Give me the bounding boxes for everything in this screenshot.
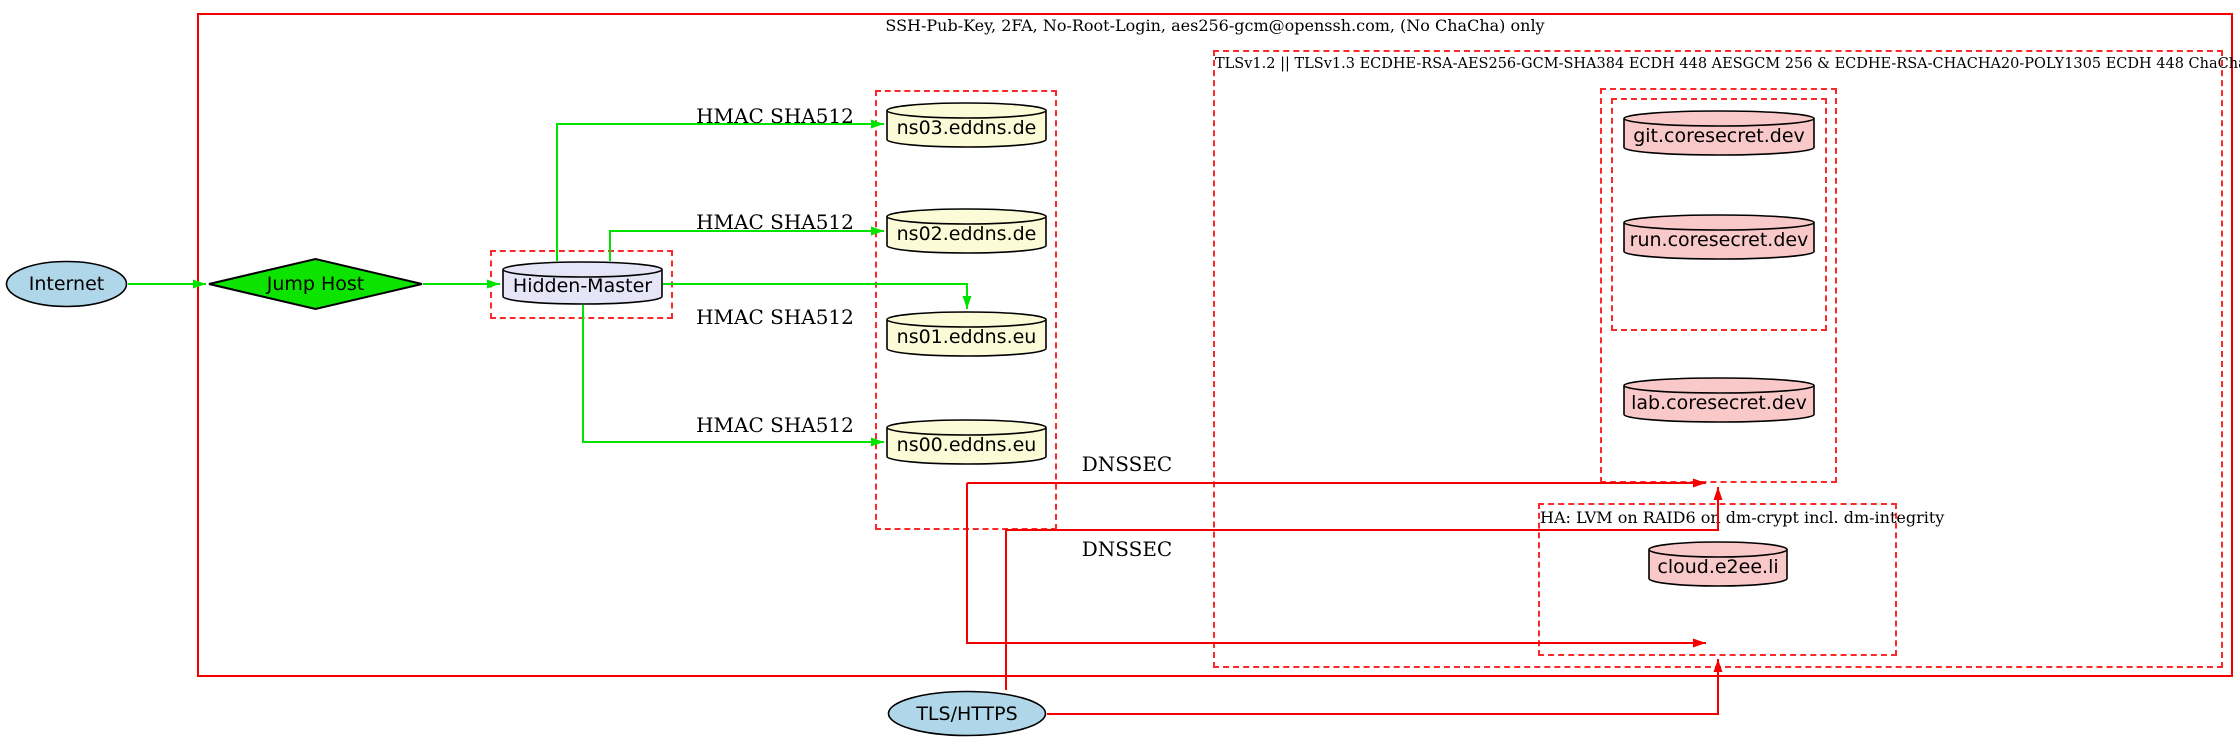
node-lab: lab.coresecret.dev — [1623, 377, 1815, 423]
node-ns03: ns03.eddns.de — [886, 102, 1047, 148]
cylinder-shape-icon — [886, 208, 1047, 254]
cluster-label-ha: HA: LVM on RAID6 on dm-crypt incl. dm-in… — [1540, 508, 1945, 527]
ellipse-shape-icon — [887, 690, 1047, 737]
node-jump-host: Jump Host — [208, 257, 423, 311]
cylinder-shape-icon — [886, 419, 1047, 465]
cylinder-shape-icon — [1623, 214, 1815, 260]
node-cloud: cloud.e2ee.li — [1648, 541, 1788, 587]
cluster-label-ssh: SSH-Pub-Key, 2FA, No-Root-Login, aes256-… — [885, 16, 1545, 35]
cylinder-shape-icon — [1648, 541, 1788, 587]
ellipse-shape-icon — [5, 260, 128, 308]
cluster-label-tls: TLSv1.2 || TLSv1.3 ECDHE-RSA-AES256-GCM-… — [1215, 56, 2240, 72]
node-git: git.coresecret.dev — [1623, 110, 1815, 156]
node-hidden-master: Hidden-Master — [502, 261, 663, 305]
cluster-coresecret-outer-box — [1600, 88, 1837, 483]
node-ns00: ns00.eddns.eu — [886, 419, 1047, 465]
cylinder-shape-icon — [1623, 377, 1815, 423]
cylinder-shape-icon — [886, 311, 1047, 357]
diamond-shape-icon — [208, 257, 423, 311]
node-run: run.coresecret.dev — [1623, 214, 1815, 260]
node-tls-https: TLS/HTTPS — [887, 690, 1047, 737]
cluster-coresecret-inner-box — [1611, 98, 1827, 331]
cylinder-shape-icon — [502, 261, 663, 305]
node-ns01: ns01.eddns.eu — [886, 311, 1047, 357]
cylinder-shape-icon — [1623, 110, 1815, 156]
cylinder-shape-icon — [886, 102, 1047, 148]
node-internet: Internet — [5, 260, 128, 308]
node-ns02: ns02.eddns.de — [886, 208, 1047, 254]
